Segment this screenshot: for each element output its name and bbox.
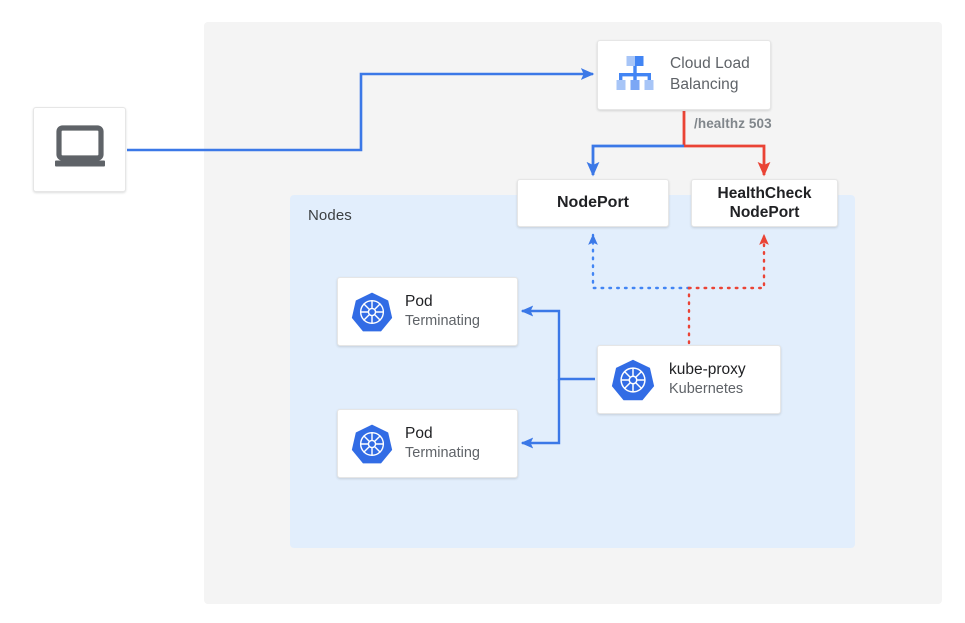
- nodeport-label: NodePort: [557, 194, 629, 211]
- healthcheck-nodeport-label: HealthCheck NodePort: [718, 184, 812, 223]
- pod-status-1: Terminating: [405, 313, 480, 330]
- nodes-group-label: Nodes: [308, 207, 352, 224]
- cloud-load-balancing-label-line1: Cloud Load: [670, 55, 750, 73]
- kubernetes-icon: [611, 358, 655, 402]
- healthcheck-nodeport-label-line1: HealthCheck: [717, 184, 812, 202]
- healthcheck-nodeport-label-line2: NodePort: [729, 204, 800, 221]
- pod-title-2: Pod: [405, 425, 433, 442]
- cloud-load-balancing-label-line2: Balancing: [670, 76, 739, 93]
- healthz-annotation: /healthz 503: [694, 116, 772, 131]
- laptop-icon: [53, 125, 107, 174]
- kubernetes-icon: [351, 291, 393, 333]
- pod-node-2[interactable]: Pod Terminating: [337, 409, 518, 478]
- cloud-load-balancing-label: Cloud Load Balancing: [670, 54, 750, 96]
- cloud-load-balancing-icon: [612, 52, 658, 99]
- pod-text-1: Pod Terminating: [405, 292, 480, 331]
- pod-node-1[interactable]: Pod Terminating: [337, 277, 518, 346]
- kube-proxy-text: kube-proxy Kubernetes: [669, 360, 746, 399]
- pod-text-2: Pod Terminating: [405, 424, 480, 463]
- healthcheck-nodeport-box[interactable]: HealthCheck NodePort: [691, 179, 838, 227]
- pod-title-1: Pod: [405, 293, 433, 310]
- kube-proxy-subtitle: Kubernetes: [669, 381, 744, 398]
- pod-status-2: Terminating: [405, 445, 480, 462]
- nodeport-box[interactable]: NodePort: [517, 179, 669, 227]
- cloud-load-balancing-node[interactable]: Cloud Load Balancing: [597, 40, 771, 110]
- client-node[interactable]: [33, 107, 126, 192]
- kube-proxy-title: kube-proxy: [669, 361, 746, 378]
- kubernetes-icon: [351, 423, 393, 465]
- kube-proxy-node[interactable]: kube-proxy Kubernetes: [597, 345, 781, 414]
